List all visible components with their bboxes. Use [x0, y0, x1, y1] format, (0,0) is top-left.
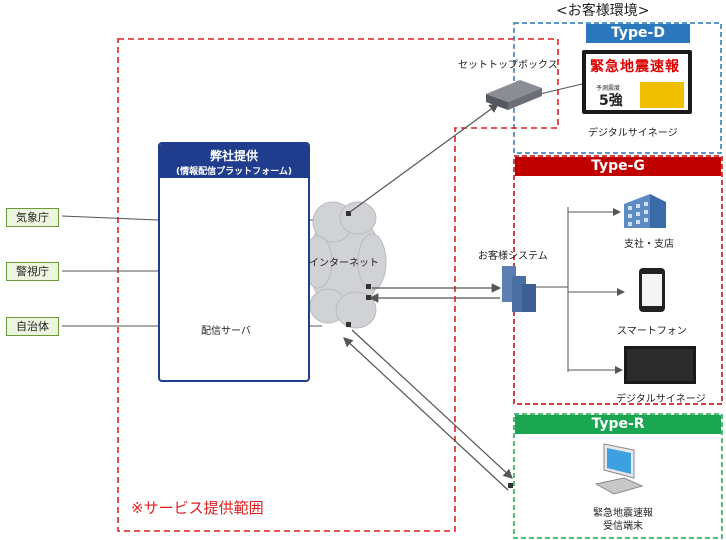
customer-system-icon: [502, 266, 536, 312]
provider-title: 弊社提供: [209, 149, 258, 163]
terminal-label-line1: 緊急地震速報: [593, 508, 653, 519]
internet-label: インターネット: [309, 258, 379, 269]
signage-alert-text: 緊急地震速報: [590, 59, 680, 75]
type-r-header: Type-R: [515, 415, 721, 434]
service-scope-label: ※サービス提供範囲: [131, 499, 264, 517]
arrow-internet-terminal: [351, 329, 513, 479]
line-stb-signage: [539, 83, 583, 95]
stb-label: セットトップボックス: [458, 60, 558, 71]
server-label: 配信サーバ: [201, 326, 251, 337]
type-g-header: Type-G: [515, 157, 721, 176]
customer-system-label: お客様システム: [478, 251, 548, 262]
branch-label: 支社・支店: [624, 239, 674, 250]
type-d-signage-label: デジタルサイネージ: [588, 128, 678, 139]
service-scope-outline: [117, 38, 559, 532]
smartphone-label: スマートフォン: [617, 326, 687, 337]
provider-subtitle: (情報配信プラットフォーム): [176, 167, 292, 177]
signage-small-text: 予測震度: [596, 85, 621, 92]
building-icon: [624, 194, 666, 228]
customer-environment-label: <お客様環境>: [556, 3, 650, 19]
terminal-label-line2: 受信端末: [603, 521, 643, 532]
internet-cloud: [303, 201, 387, 329]
type-r-box: [513, 413, 723, 539]
type-d-header: Type-D: [586, 24, 690, 43]
arrow-internet-stb: [349, 103, 499, 213]
line-source-jma: [61, 215, 159, 221]
pc-terminal-icon: [594, 443, 644, 495]
set-top-box-icon: [486, 80, 542, 110]
arrow-terminal-internet: [343, 337, 509, 491]
smartphone-icon: [639, 268, 665, 312]
source-local-gov: 自治体: [6, 317, 59, 336]
source-police: 警視庁: [6, 262, 59, 281]
digital-signage-icon: [624, 346, 696, 384]
provider-platform-box: 弊社提供 (情報配信プラットフォーム): [158, 142, 310, 382]
type-g-signage-label: デジタルサイネージ: [616, 394, 706, 405]
source-jma: 気象庁: [6, 208, 59, 227]
provider-header: 弊社提供 (情報配信プラットフォーム): [160, 144, 308, 178]
alert-signage-icon: [582, 50, 692, 114]
signage-intensity-text: 5強: [599, 93, 623, 109]
